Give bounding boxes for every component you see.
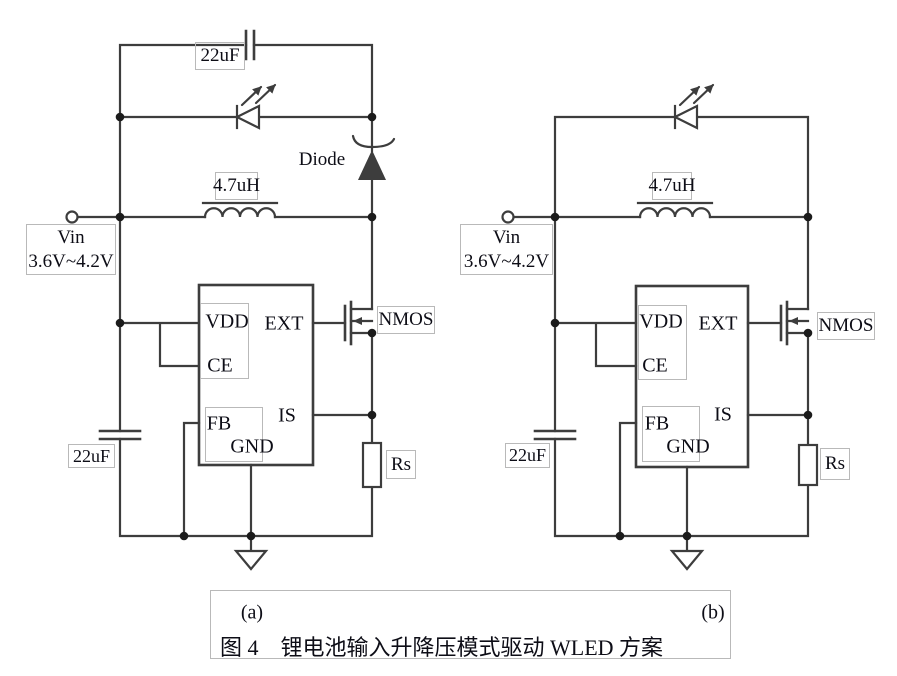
pin-label-is: IS [278,404,296,427]
diode-icon [351,134,396,180]
vin-label: Vin 3.6V~4.2V [26,224,116,275]
ground-icon [669,549,705,571]
output-capacitor-value: 22uF [200,45,240,66]
input-capacitor-value-b: 22uF [508,445,546,465]
inductor-value: 4.7uH [213,175,260,196]
rs-label: Rs [386,450,416,479]
pin-label-ce-b: CE [642,354,668,377]
circuit-a [65,29,396,571]
output-capacitor-label: 22uF [195,42,245,70]
junction-dots [115,112,377,541]
inductor-label: 4.7uH [213,172,260,200]
circuit-b-wires [511,115,810,553]
nmos-label: NMOS [377,306,435,334]
fb-gnd-highlight-box-b [642,406,700,462]
input-capacitor-label: 22uF [68,444,115,468]
pin-label-ext-b: EXT [698,312,738,335]
rs-value-b: Rs [824,453,846,474]
vin-range-b: 3.6V~4.2V [463,250,550,272]
inductor-icon [636,201,714,219]
ground-icon [233,549,269,571]
pin-label-vdd: VDD [205,310,249,333]
vdd-ce-highlight-box-b [638,305,687,380]
nmos-icon [746,300,810,346]
subfig-a-label: (a) [240,601,264,624]
circuit-a-wires [75,43,374,553]
pin-label-is-b: IS [714,403,732,426]
figure-caption: 图 4 锂电池输入升降压模式驱动 WLED 方案 [220,630,663,662]
inductor-label-b: 4.7uH [649,172,696,200]
diode-label: Diode [298,149,346,170]
vin-terminal [501,210,515,224]
inductor-value-b: 4.7uH [648,175,696,196]
figure-number: 图 4 [220,635,259,660]
figure-title: 锂电池输入升降压模式驱动 WLED 方案 [280,635,664,660]
vin-terminal [65,210,79,224]
vin-title-b: Vin [492,226,521,248]
input-capacitor-value: 22uF [72,445,110,466]
pin-label-gnd-b: GND [666,435,710,458]
vin-range: 3.6V~4.2V [28,250,114,272]
vin-label-b: Vin 3.6V~4.2V [460,224,553,275]
nmos-value-b: NMOS [818,315,874,336]
input-capacitor-icon [533,429,577,441]
vdd-ce-highlight-box [200,303,249,379]
pin-label-ce: CE [207,354,233,377]
rs-label-b: Rs [820,448,850,480]
nmos-label-b: NMOS [817,312,875,340]
fb-gnd-highlight-box [205,407,263,462]
pin-label-gnd: GND [230,435,274,458]
figure-caption-box [210,590,731,659]
output-capacitor-icon [244,29,256,61]
pin-label-fb-b: FB [644,412,670,435]
vin-title: Vin [57,226,85,248]
subfig-b-label: (b) [701,601,725,624]
pin-label-ext: EXT [264,312,304,335]
pin-label-fb: FB [206,412,232,435]
input-capacitor-icon [98,429,142,441]
ic-box [634,284,750,469]
nmos-value: NMOS [378,309,434,330]
led-icon [672,83,715,130]
input-capacitor-label-b: 22uF [505,443,550,468]
circuit-b [501,83,819,571]
junction-dots [550,212,813,541]
rs-resistor-icon [361,441,383,489]
led-icon [234,83,277,130]
nmos-icon [311,300,374,346]
rs-resistor-icon [797,443,819,487]
ic-box [197,283,315,467]
inductor-icon [201,201,279,219]
rs-value: Rs [390,453,412,475]
pin-label-vdd-b: VDD [639,310,683,333]
